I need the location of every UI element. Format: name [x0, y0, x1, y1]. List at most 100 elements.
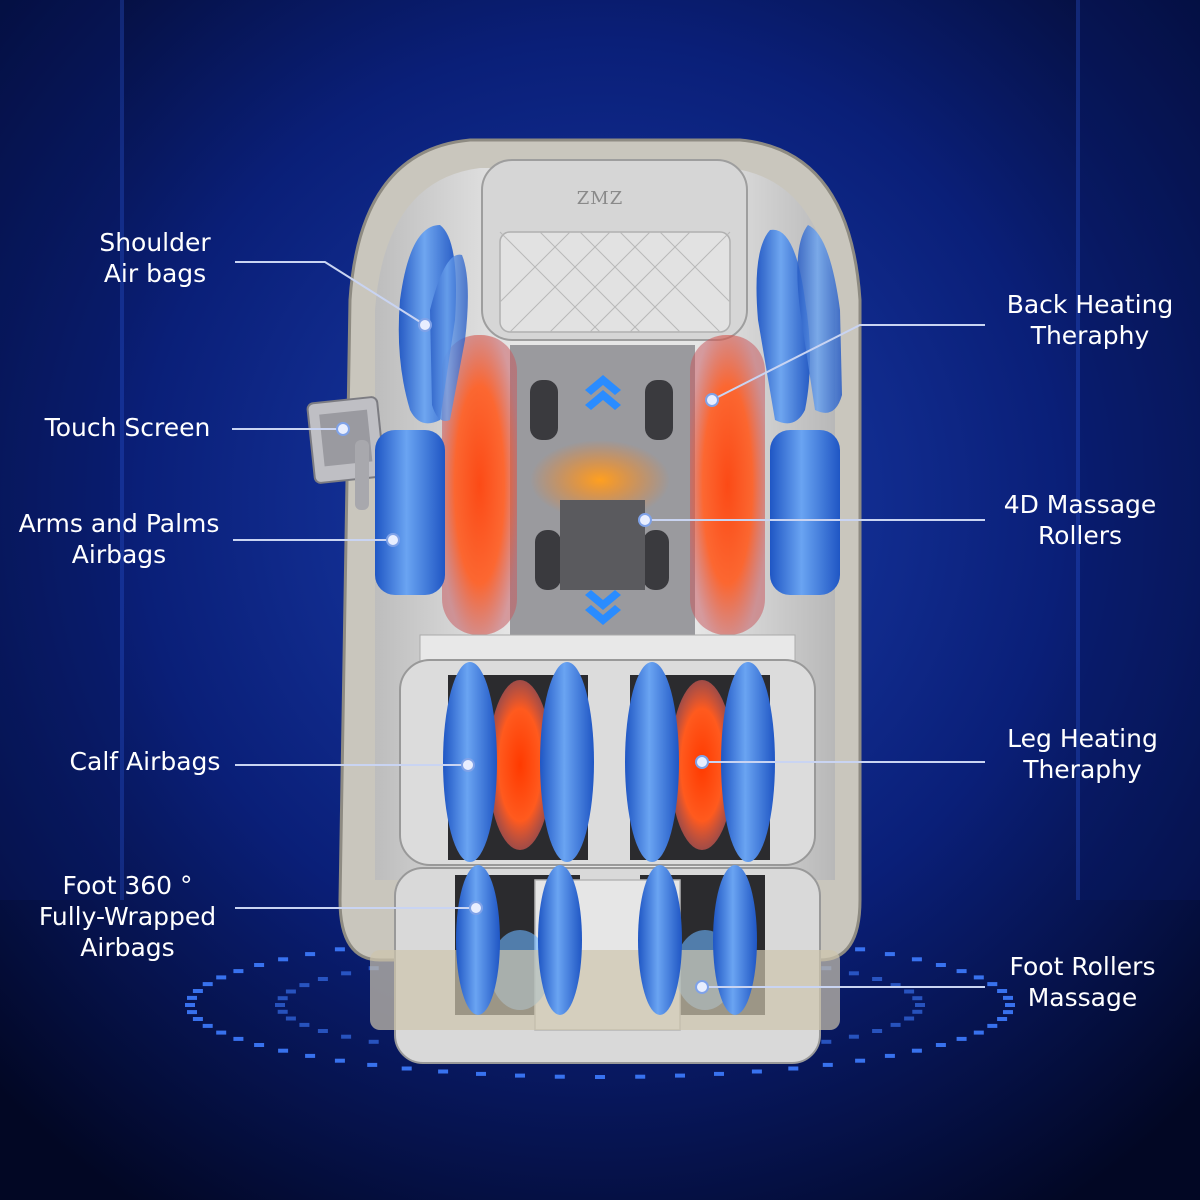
ring-dot: [675, 1073, 685, 1078]
back-heating-right: [690, 335, 765, 635]
quilt-pattern: [499, 231, 731, 333]
ring-dot: [997, 1017, 1008, 1021]
ring-dot: [884, 1053, 895, 1058]
ring-dot: [1005, 1003, 1015, 1007]
ring-dot: [1003, 995, 1013, 1000]
label-line: Touch Screen: [44, 413, 211, 442]
leader-dot-touch-screen: [336, 422, 350, 436]
ring-dot: [334, 947, 345, 952]
ring-dot: [202, 982, 213, 987]
label-line: Air bags: [103, 259, 207, 288]
label-line: Back Heating: [1006, 290, 1174, 319]
ring-dot: [912, 996, 923, 1001]
ring-dot: [515, 1073, 525, 1078]
label-line: 4D Massage: [1003, 490, 1157, 519]
ring-dot: [848, 971, 859, 976]
ring-dot: [187, 995, 197, 1000]
ring-dot: [401, 1066, 412, 1071]
foot-airbag-1: [456, 865, 500, 1015]
label-line: Leg Heating: [1007, 724, 1158, 753]
ring-dot: [278, 957, 289, 962]
ring-dot: [438, 1069, 449, 1074]
ring-dot: [595, 1075, 605, 1079]
leader-dot-shoulder-airbags: [418, 318, 432, 332]
ring-dot: [973, 975, 984, 980]
ring-dot: [911, 1048, 922, 1053]
ring-dot: [341, 971, 352, 976]
ring-dot: [935, 1043, 946, 1047]
ring-dot: [368, 1039, 379, 1044]
ring-dot: [278, 1048, 289, 1053]
ring-dot: [904, 989, 915, 994]
ring-dot: [275, 1003, 285, 1007]
ring-dot: [554, 1074, 565, 1079]
ring-dot: [254, 1043, 265, 1047]
background-panels: [0, 0, 1200, 900]
ring-dot: [714, 1071, 724, 1076]
leader-dot-massage-rollers: [638, 513, 652, 527]
leader-dot-back-heating: [705, 393, 719, 407]
ring-dot: [884, 952, 895, 957]
ring-dot: [956, 969, 967, 974]
ring-dot: [973, 1030, 984, 1035]
leader-lines: [232, 261, 985, 994]
ring-dot: [317, 1029, 328, 1033]
leader-dot-foot-rollers: [695, 980, 709, 994]
label-line: Theraphy: [1023, 755, 1142, 784]
ring-dot: [822, 1062, 833, 1067]
ring-dot: [855, 1058, 866, 1063]
down-arrows-icon: [585, 590, 621, 625]
ring-dot: [216, 1030, 227, 1035]
ring-dot: [192, 989, 203, 993]
ring-dot: [935, 963, 946, 967]
ring-dot: [285, 989, 296, 994]
ring-dot: [635, 1074, 646, 1079]
roller-mechanism: [530, 380, 673, 590]
ring-dot: [912, 1009, 923, 1014]
ring-dot: [911, 957, 922, 962]
ring-dot: [299, 983, 310, 988]
label-line: Foot Rollers: [1009, 952, 1156, 981]
ring-dot: [904, 1016, 915, 1021]
ring-dot: [202, 1023, 213, 1028]
chair-base: [370, 950, 840, 1030]
ring-dot: [987, 1023, 998, 1028]
label-line: Rollers: [1037, 521, 1123, 550]
ring-dot: [299, 1022, 310, 1027]
foot-airbag-2: [538, 865, 582, 1015]
label-line: Airbags: [80, 933, 175, 962]
leader-dot-foot-airbags: [469, 901, 483, 915]
ring-dot: [956, 1036, 967, 1041]
leader-line-shoulder-airbags: [235, 261, 426, 326]
ring-dot: [848, 1034, 859, 1039]
ring-dot: [187, 1010, 197, 1015]
ring-dot: [334, 1058, 345, 1063]
leader-line-back-heating: [711, 324, 985, 401]
up-arrows-icon: [585, 375, 621, 410]
calf-airbag-3: [625, 662, 679, 862]
label-line: Fully-Wrapped: [38, 902, 217, 931]
label-line: Massage: [1027, 983, 1138, 1012]
ring-dot: [751, 1069, 762, 1074]
leader-dot-calf-airbags: [461, 758, 475, 772]
ring-dot: [997, 989, 1008, 993]
headrest-quilt: [499, 231, 731, 333]
label-line: Shoulder: [99, 228, 211, 257]
ring-dot: [233, 1036, 244, 1041]
calf-airbag-2: [540, 662, 594, 862]
ring-dot: [872, 1029, 883, 1033]
ring-dot: [277, 996, 288, 1001]
ring-dot: [1003, 1010, 1013, 1015]
leg-heating-left: [488, 680, 552, 850]
chair: [306, 138, 862, 1064]
ring-dot: [254, 963, 265, 967]
label-line: Calf Airbags: [69, 747, 221, 776]
ring-dot: [317, 977, 328, 981]
